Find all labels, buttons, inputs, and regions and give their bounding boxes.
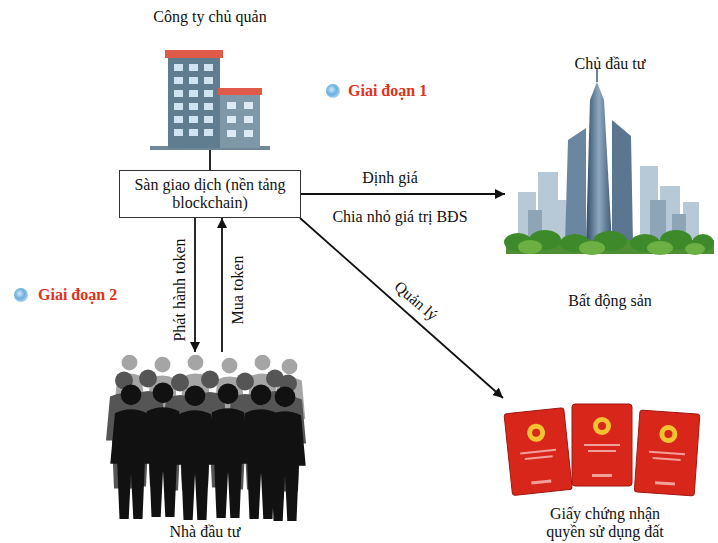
arrow-connector	[221, 218, 223, 352]
arrow-connector	[301, 193, 505, 195]
exchange-box: Sàn giao dịch (nền tảng blockchain)	[119, 170, 301, 218]
node-title: Sàn giao dịch (nền tảng blockchain)	[126, 176, 294, 212]
investor-crowd	[106, 355, 306, 521]
edge-note: Chia nhỏ giá trị BĐS	[332, 208, 467, 226]
arrow-connector	[300, 218, 503, 398]
arrow-connector	[194, 218, 196, 352]
edge-label: Quản lý	[391, 278, 442, 325]
investor-node: Nhà đầu tư	[100, 352, 310, 541]
land-certificate-books	[504, 404, 700, 496]
developer-node: Chủ đầu tư Bất động sản	[505, 55, 715, 310]
company-node: Công ty chủ quản	[130, 8, 290, 150]
node-title: Nhà đầu tư	[170, 523, 241, 541]
edge-label: Phát hành token	[171, 238, 189, 341]
certificate-node: Giấy chứng nhận quyền sử dụng đất	[495, 398, 715, 541]
office-building-icon	[150, 50, 270, 150]
node-title: Bất động sản	[568, 292, 652, 310]
skyline-illustration	[504, 68, 714, 255]
node-title: Chủ đầu tư	[575, 55, 646, 73]
arrow-connector	[209, 150, 211, 170]
edge-label: Mua token	[229, 256, 247, 325]
node-title: Giấy chứng nhận quyền sử dụng đất	[535, 505, 675, 541]
phase-label: Giai đoạn 2	[38, 286, 117, 304]
phase-label: Giai đoạn 1	[348, 82, 427, 100]
edge-label: Định giá	[362, 169, 418, 187]
node-title: Công ty chủ quản	[153, 8, 266, 26]
